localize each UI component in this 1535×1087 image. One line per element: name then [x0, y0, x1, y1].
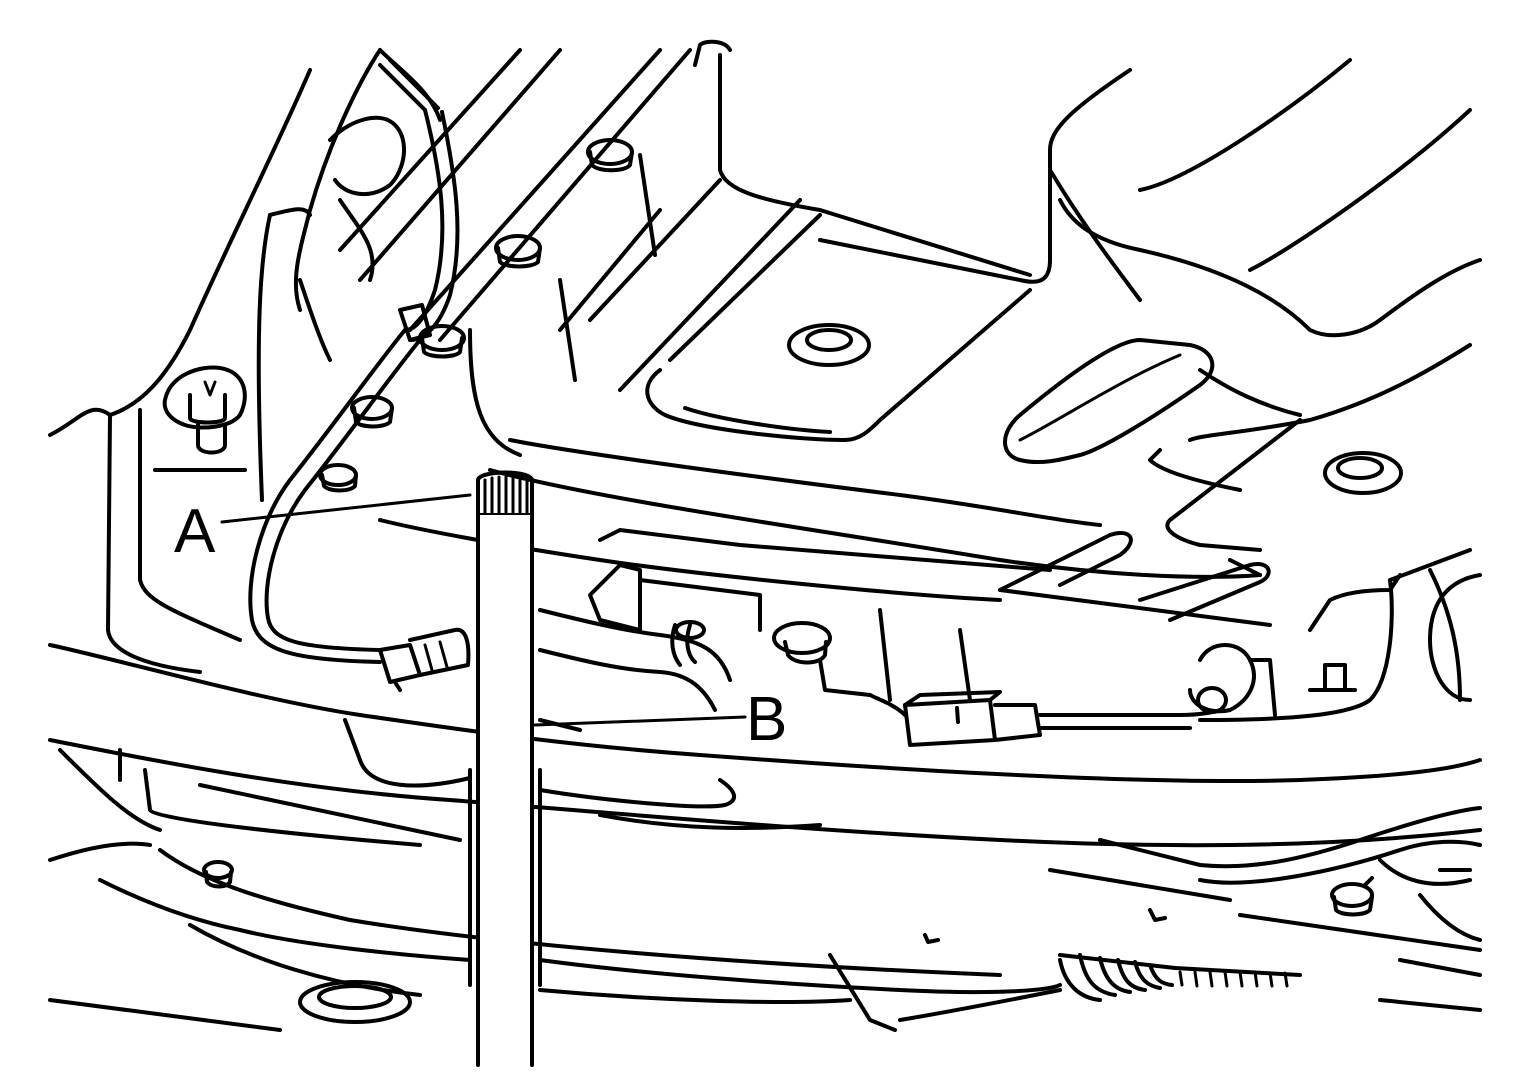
special-tool-rod[interactable]	[468, 470, 542, 1068]
callout-a-label: A	[174, 497, 216, 566]
drain-plug	[787, 323, 871, 367]
pivot-bolt	[1188, 643, 1277, 717]
small-stud	[1308, 663, 1357, 692]
lower-bolts	[202, 860, 1374, 944]
valve-bolt	[772, 621, 872, 697]
valve-body	[378, 518, 1482, 722]
mount-bolt	[162, 365, 247, 455]
lower-frame	[48, 878, 1482, 1032]
pan-rib	[1003, 338, 1215, 465]
callout-a: A	[174, 493, 472, 566]
callout-b-leader-line	[533, 715, 747, 727]
callout-b-label: B	[746, 685, 787, 754]
lower-drain-plug	[298, 980, 412, 1024]
pan-bolts	[318, 138, 634, 493]
crossmember	[48, 643, 1482, 977]
connector-a	[378, 627, 471, 692]
right-bolt	[1323, 451, 1403, 495]
wire-harness	[248, 58, 460, 664]
coil-spring	[1058, 953, 1302, 1002]
pipe-fitting	[538, 608, 732, 712]
connector-b	[868, 690, 1222, 747]
callout-a-leader-line	[220, 493, 472, 524]
callout-b: B	[533, 685, 787, 754]
oil-pan-flange	[338, 39, 1262, 579]
